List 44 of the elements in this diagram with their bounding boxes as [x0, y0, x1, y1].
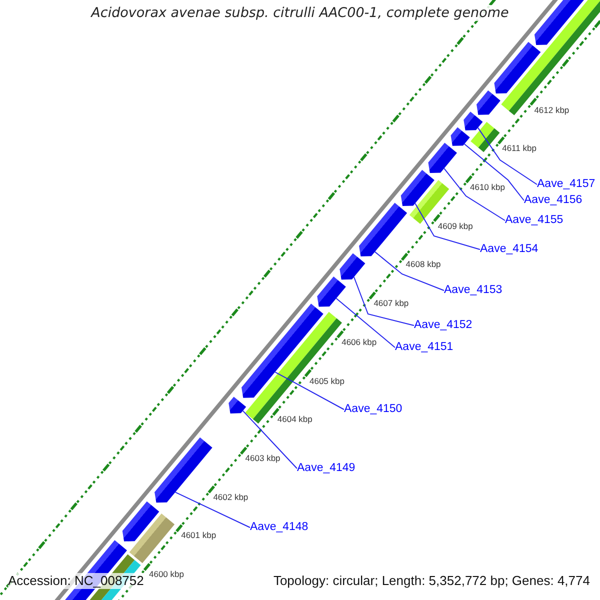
scale-label: 4608 kbp [406, 260, 441, 270]
topology-note: Topology: circular; Length: 5,352,772 bp; Genes: 4,774 [273, 573, 590, 589]
gene-feature [464, 112, 483, 130]
scale-label: 4607 kbp [374, 299, 409, 308]
leader-line [444, 168, 506, 221]
leader-line [353, 276, 414, 326]
gene-label: Aave_4156 [524, 194, 582, 207]
gene-label: Aave_4151 [395, 341, 454, 354]
leader-line [477, 127, 538, 185]
scale-label: 4609 kbp [438, 222, 473, 231]
leader-line [336, 298, 396, 348]
scale-label: 4606 kbp [342, 338, 377, 347]
leader-line [374, 251, 444, 291]
leader-line [242, 410, 298, 469]
gene-label: Aave_4150 [344, 403, 402, 416]
gene-feature [400, 170, 434, 206]
gene-label: Aave_4157 [537, 178, 596, 191]
gene-feature [228, 396, 246, 414]
gene-feature [428, 142, 457, 174]
gene-label: Aave_4154 [480, 243, 538, 256]
accession-note: Accession: NC_008752 [8, 573, 144, 589]
scale-label: 4603 kbp [245, 454, 280, 463]
scale-label: 4604 kbp [277, 415, 312, 424]
scale-label: 4610 kbp [470, 183, 505, 192]
gene-label: Aave_4149 [297, 462, 356, 475]
leader-line [414, 202, 480, 250]
gene-feature [317, 276, 346, 307]
gene-feature [359, 202, 408, 256]
title: Acidovorax avenae subsp. citrulli AAC00-1, complete genome [89, 5, 511, 21]
leader-line [464, 144, 524, 201]
gene-label: Aave_4148 [250, 521, 308, 534]
gene-feature [450, 127, 470, 146]
scale-label: 4601 kbp [181, 531, 216, 540]
gene-label: Aave_4153 [444, 284, 502, 297]
scale-label: 4612 kbp [534, 106, 570, 115]
scale-label: 4602 kbp [213, 492, 248, 502]
gene-label: Aave_4152 [414, 319, 472, 332]
gene-feature [154, 437, 212, 503]
leader-line [174, 492, 250, 528]
scale-label: 4611 kbp [502, 144, 536, 154]
gene-label: Aave_4155 [505, 214, 564, 227]
scale-label: 4605 kbp [310, 376, 344, 386]
gene-feature [340, 253, 366, 280]
scale-label: 4600 kbp [149, 570, 184, 579]
